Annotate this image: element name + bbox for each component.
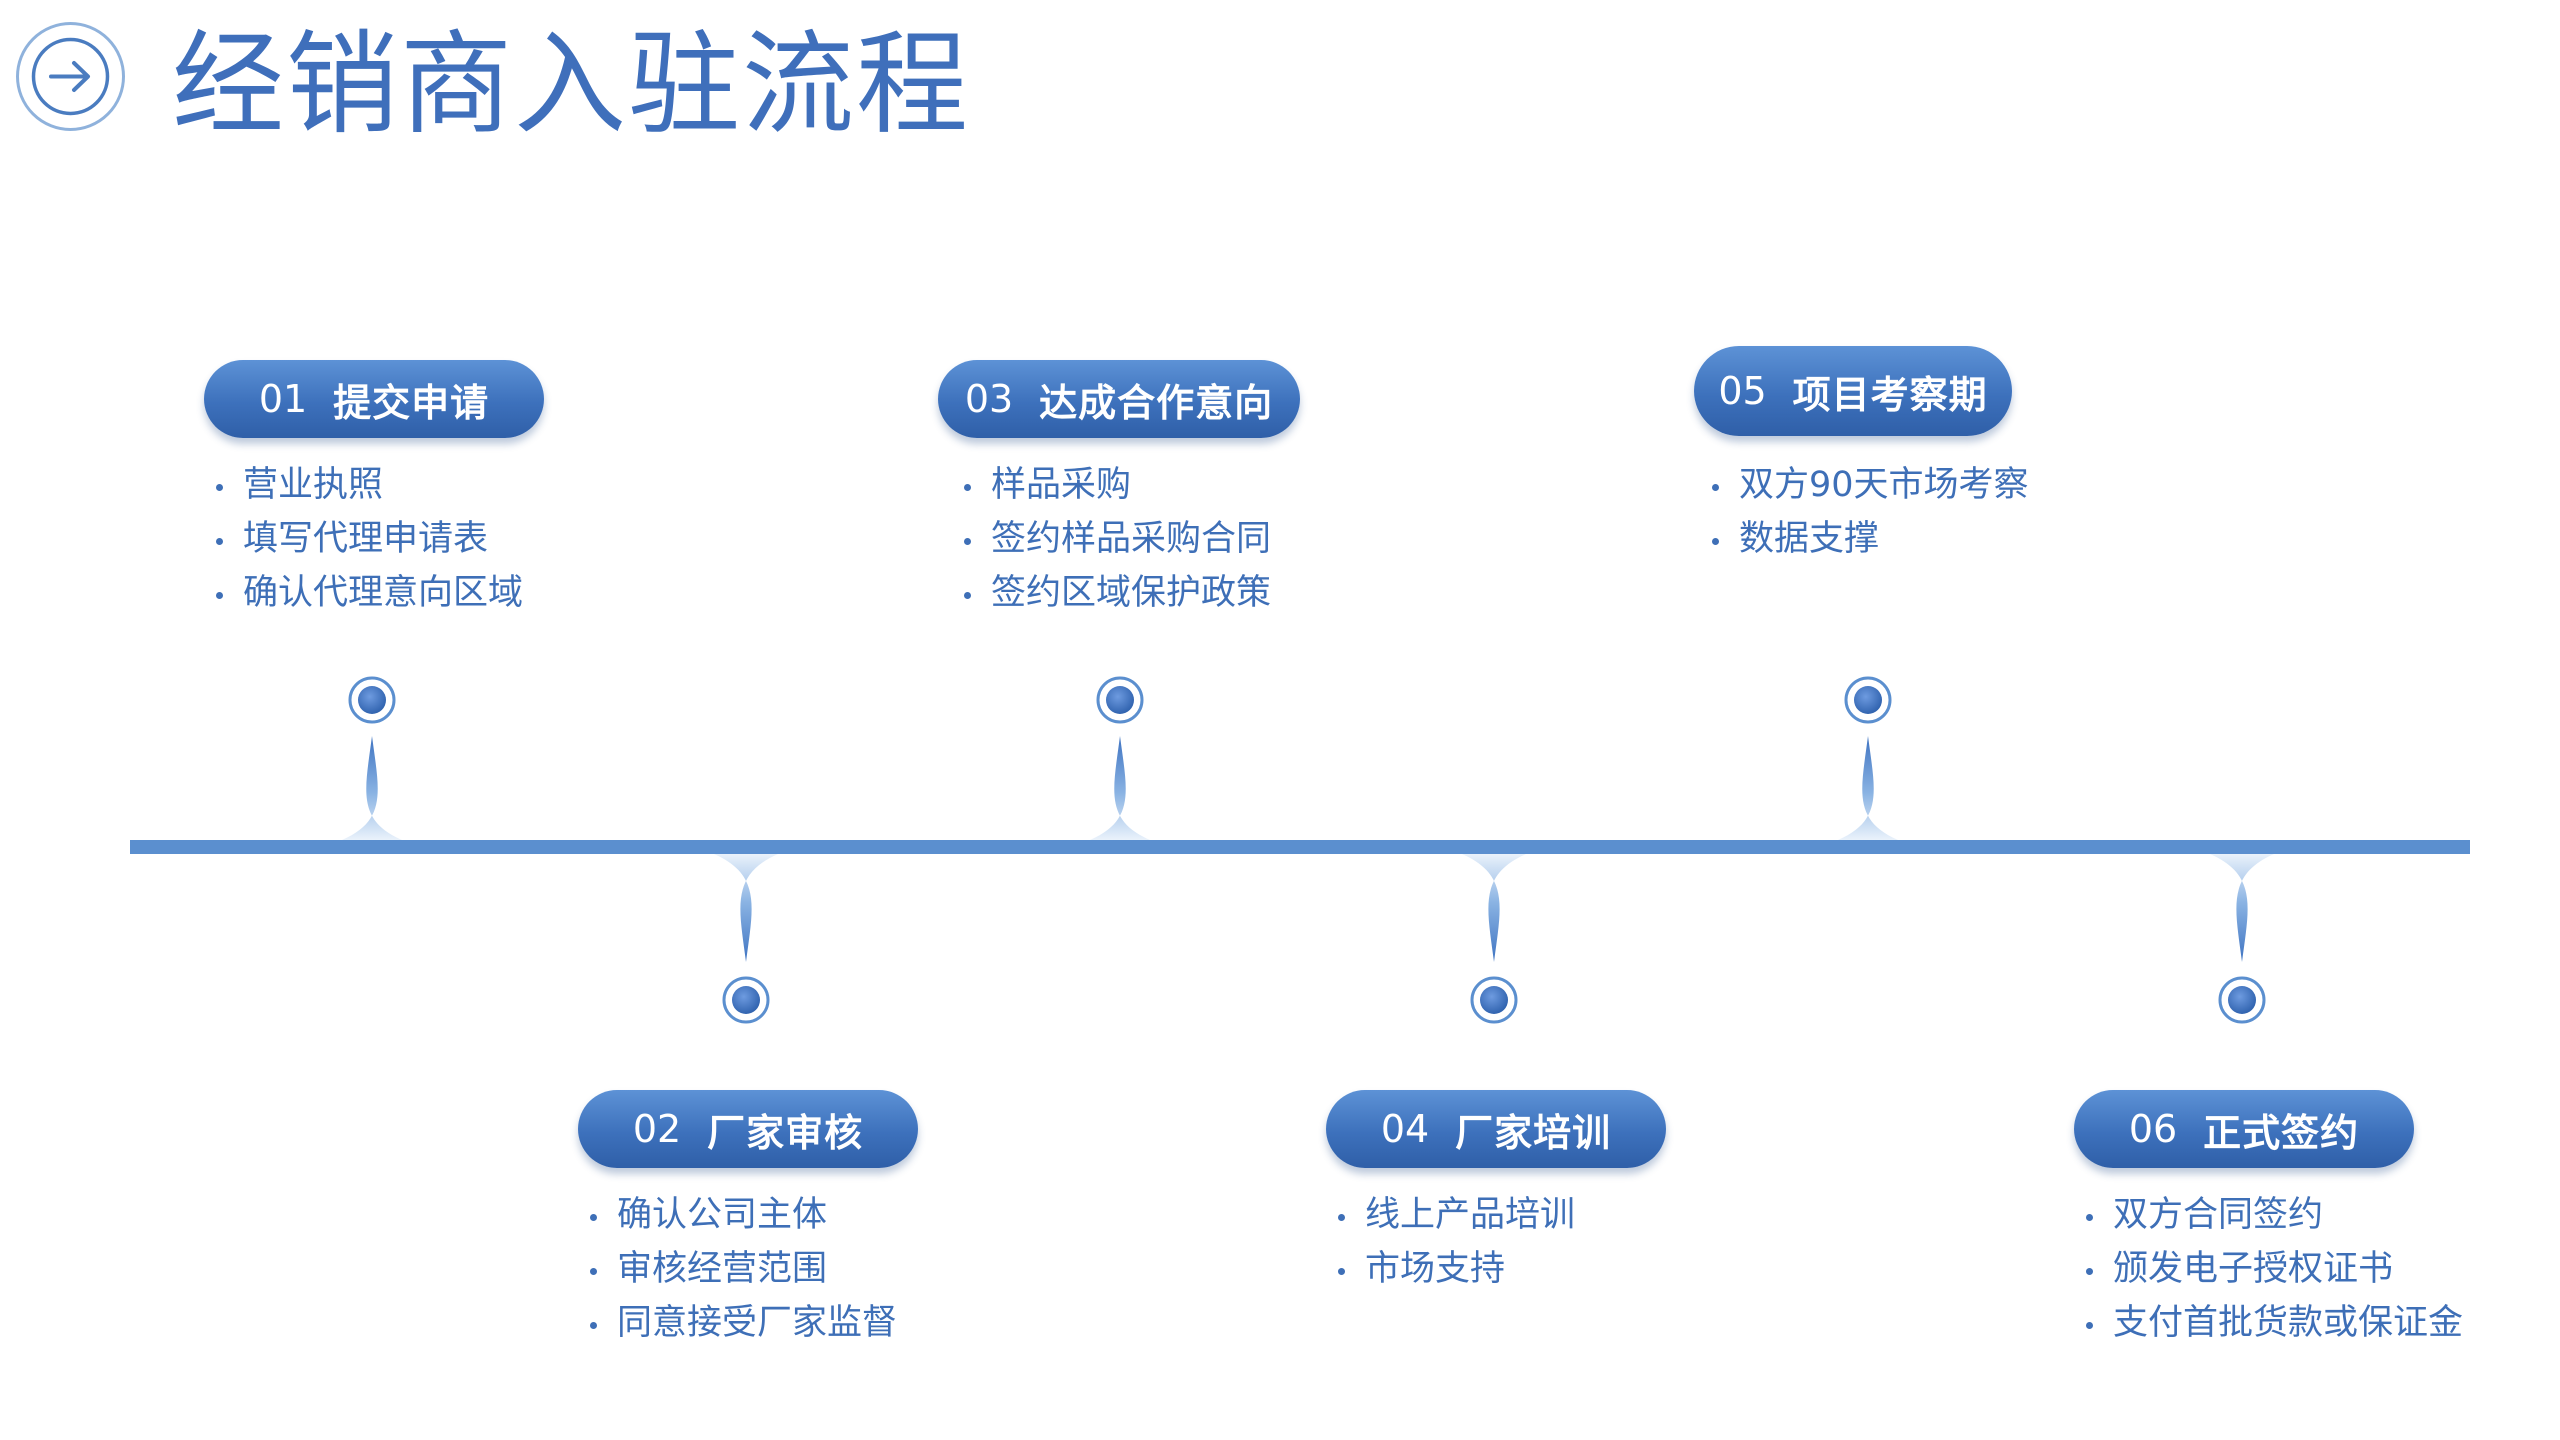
timeline-marker	[348, 676, 396, 724]
step-number: 01	[258, 377, 308, 421]
timeline-connector	[2210, 854, 2274, 962]
timeline-connector	[1462, 854, 1526, 962]
step-title: 提交申请	[333, 380, 490, 425]
list-item: 确认公司主体	[590, 1188, 897, 1242]
timeline-marker	[1096, 676, 1144, 724]
step-title: 厂家审核	[707, 1110, 864, 1155]
step-01-items: 营业执照 填写代理申请表 确认代理意向区域	[216, 458, 523, 620]
arrow-right-circle-icon	[16, 22, 125, 131]
list-item: 营业执照	[216, 458, 523, 512]
page-title: 经销商入驻流程	[172, 20, 970, 150]
step-04-pill: 04 厂家培训	[1326, 1090, 1666, 1168]
list-item: 市场支持	[1338, 1242, 1575, 1296]
list-item: 确认代理意向区域	[216, 566, 523, 620]
list-item: 样品采购	[964, 458, 1271, 512]
timeline-connector	[1838, 736, 1898, 840]
step-06-items: 双方合同签约 颁发电子授权证书 支付首批货款或保证金	[2086, 1188, 2463, 1350]
list-item: 签约区域保护政策	[964, 566, 1271, 620]
step-05-items: 双方90天市场考察 数据支撑	[1712, 458, 2029, 566]
step-number: 06	[2128, 1107, 2178, 1151]
step-03-items: 样品采购 签约样品采购合同 签约区域保护政策	[964, 458, 1271, 620]
step-06-pill: 06 正式签约	[2074, 1090, 2414, 1168]
timeline-marker	[1844, 676, 1892, 724]
step-02-items: 确认公司主体 审核经营范围 同意接受厂家监督	[590, 1188, 897, 1350]
list-item: 双方合同签约	[2086, 1188, 2463, 1242]
step-02-pill: 02 厂家审核	[578, 1090, 918, 1168]
list-item: 数据支撑	[1712, 512, 2029, 566]
timeline-connector	[342, 736, 402, 840]
step-number: 04	[1380, 1107, 1430, 1151]
timeline-connector	[1090, 736, 1150, 840]
list-item: 颁发电子授权证书	[2086, 1242, 2463, 1296]
list-item: 填写代理申请表	[216, 512, 523, 566]
timeline-marker	[2218, 976, 2266, 1024]
list-item: 双方90天市场考察	[1712, 458, 2029, 512]
timeline-marker	[1470, 976, 1518, 1024]
list-item: 线上产品培训	[1338, 1188, 1575, 1242]
step-title: 厂家培训	[1455, 1110, 1612, 1155]
step-05-pill: 05 项目考察期	[1694, 346, 2012, 436]
timeline-connector	[714, 854, 778, 962]
step-title: 项目考察期	[1792, 372, 1988, 417]
list-item: 签约样品采购合同	[964, 512, 1271, 566]
step-03-pill: 03 达成合作意向	[938, 360, 1300, 438]
step-title: 达成合作意向	[1039, 380, 1274, 425]
step-04-items: 线上产品培训 市场支持	[1338, 1188, 1575, 1296]
list-item: 审核经营范围	[590, 1242, 897, 1296]
step-number: 02	[632, 1107, 682, 1151]
step-title: 正式签约	[2203, 1110, 2360, 1155]
step-number: 05	[1718, 369, 1767, 413]
step-01-pill: 01 提交申请	[204, 360, 544, 438]
timeline-marker	[722, 976, 770, 1024]
list-item: 支付首批货款或保证金	[2086, 1296, 2463, 1350]
timeline-line	[130, 840, 2470, 854]
step-number: 03	[964, 377, 1014, 421]
list-item: 同意接受厂家监督	[590, 1296, 897, 1350]
